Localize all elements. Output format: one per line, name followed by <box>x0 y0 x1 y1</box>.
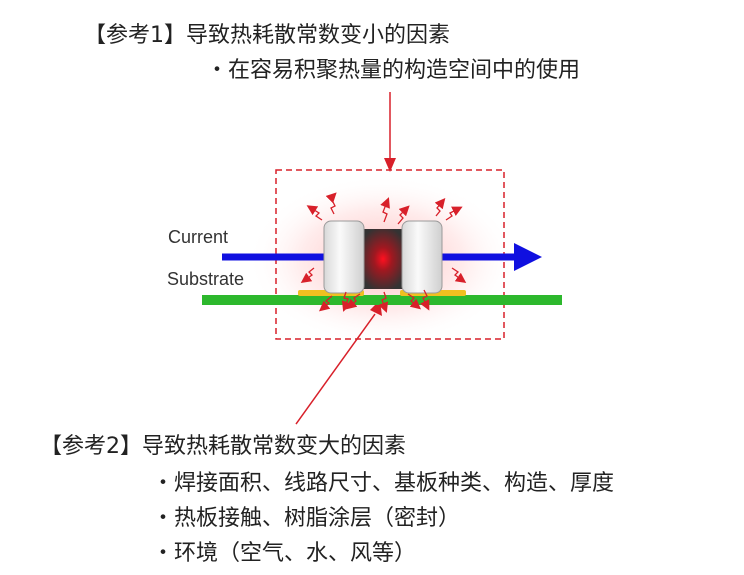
heat-wave-arrow <box>378 291 389 313</box>
note1-item: ・在容易积聚热量的构造空间中的使用 <box>206 58 581 83</box>
substrate-label: Substrate <box>167 269 245 289</box>
resistor-body <box>360 229 406 289</box>
heat-wave-arrow <box>325 192 337 215</box>
current-arrow-head <box>514 243 542 271</box>
note2-title: 【参考2】导致热耗散常数变大的因素 <box>40 434 406 459</box>
heat-wave-arrow <box>300 267 315 284</box>
terminal-right <box>401 220 443 294</box>
heat-wave-arrow <box>319 295 333 312</box>
heat-wave-arrow <box>434 198 446 217</box>
heat-arrows <box>300 192 467 313</box>
heat-wave-arrow <box>445 206 463 221</box>
note2-item: ・焊接面积、线路尺寸、基板种类、构造、厚度 <box>152 471 615 496</box>
current-label: Current <box>168 227 229 247</box>
pointer-line-bottom <box>295 313 376 425</box>
heat-wave-arrow <box>451 267 467 284</box>
terminal-left <box>323 220 365 294</box>
heat-wave-arrow <box>420 289 430 311</box>
note1-title: 【参考1】导致热耗散常数变小的因素 <box>84 23 450 48</box>
heat-wave-arrow <box>306 205 323 221</box>
heat-wave-arrow <box>407 293 421 310</box>
note2-item: ・热板接触、树脂涂层（密封） <box>152 506 461 531</box>
heat-wave-arrow <box>380 197 390 223</box>
down-arrow <box>384 158 396 172</box>
heat-wave-arrow <box>346 293 361 310</box>
heat-wave-arrow <box>397 205 410 225</box>
note2-item: ・环境（空气、水、风等） <box>152 541 417 566</box>
